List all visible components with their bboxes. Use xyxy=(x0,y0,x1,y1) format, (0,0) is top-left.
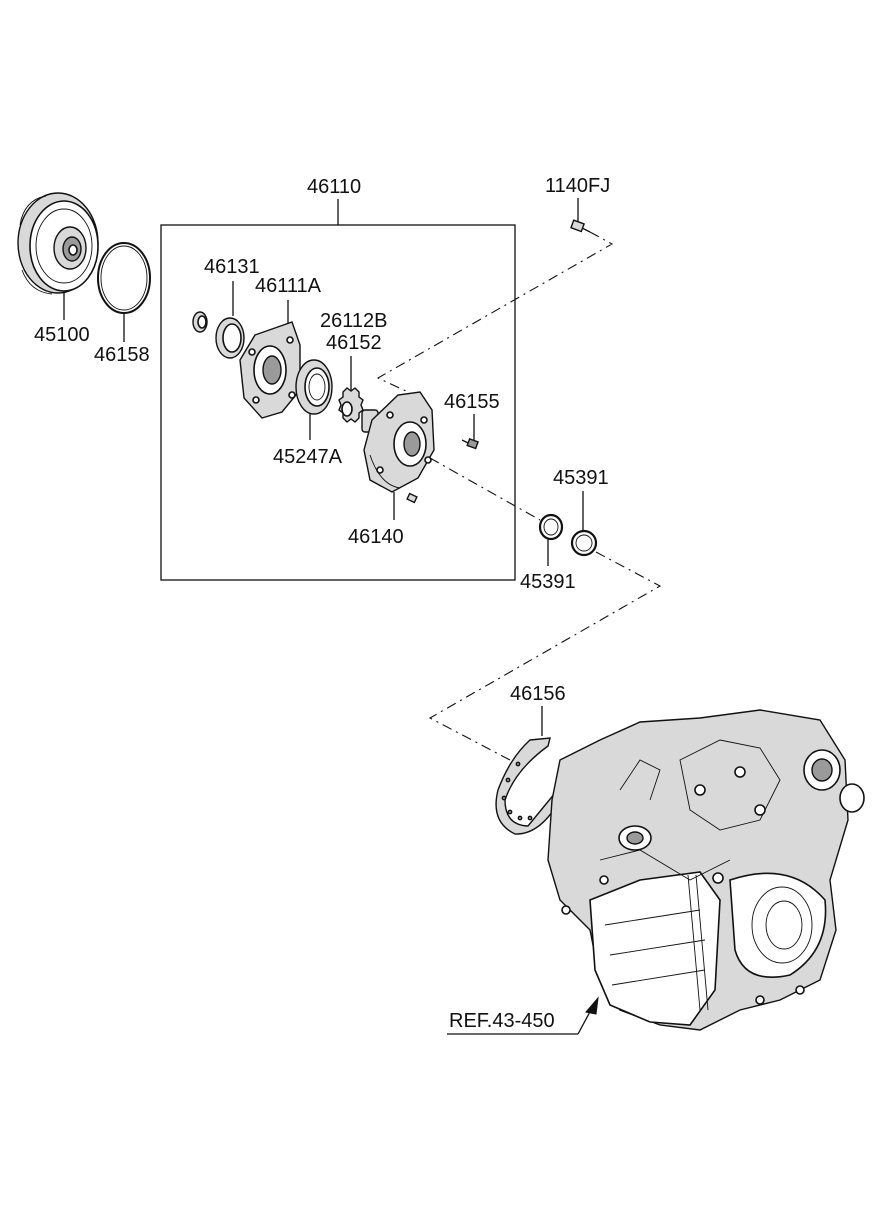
label-26112b: 26112B xyxy=(320,310,387,332)
seal-ring-upper-part xyxy=(570,529,598,557)
torque-converter-part xyxy=(17,192,99,295)
label-46110: 46110 xyxy=(307,176,361,198)
pump-housing-part xyxy=(361,391,435,493)
label-45391-upper: 45391 xyxy=(553,467,609,489)
label-46152: 46152 xyxy=(326,332,382,354)
reference-label: REF.43-450 xyxy=(449,1010,555,1032)
o-ring-part xyxy=(97,242,151,314)
label-45100: 45100 xyxy=(34,324,90,346)
oil-seal-part xyxy=(215,317,245,359)
small-seal-part xyxy=(192,311,208,333)
driven-gear-ring-part xyxy=(295,359,333,415)
bolt-46155-part xyxy=(461,437,479,450)
label-46111a: 46111A xyxy=(255,275,322,297)
label-1140fj: 1140FJ xyxy=(545,175,610,197)
pump-cover-part xyxy=(239,321,301,419)
label-45247a: 45247A xyxy=(273,446,343,468)
reference-arrow-icon xyxy=(585,996,599,1015)
drive-gear-part xyxy=(338,387,364,423)
label-46158: 46158 xyxy=(94,344,150,366)
label-46131: 46131 xyxy=(204,256,260,278)
dowel-pin-part xyxy=(406,492,418,504)
label-45391-lower: 45391 xyxy=(520,571,576,593)
label-46140: 46140 xyxy=(348,526,404,548)
seal-ring-lower-part xyxy=(538,513,564,541)
bolt-1140fj-part xyxy=(570,219,591,233)
transmission-assembly xyxy=(547,709,865,1031)
label-46156: 46156 xyxy=(510,683,566,705)
label-46155: 46155 xyxy=(444,391,500,413)
